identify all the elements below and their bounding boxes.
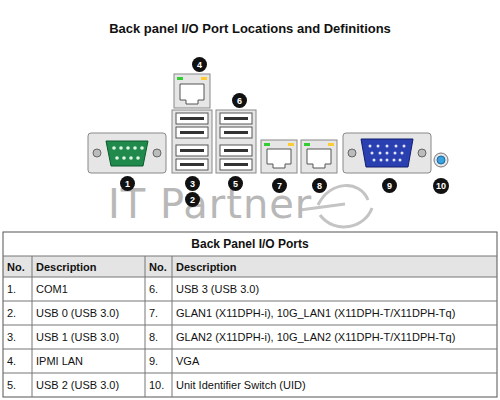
- usb-ports: [172, 110, 256, 173]
- table-cell: 8.: [145, 325, 172, 349]
- callout-number: 10: [433, 178, 449, 194]
- table-cell: IPMI LAN: [32, 349, 145, 373]
- column-header: No.: [145, 256, 172, 277]
- table-grid: [3, 232, 497, 397]
- table-cell: GLAN1 (X11DPH-i), 10G_LAN1 (X11DPH-T/X11…: [172, 301, 497, 325]
- table-cell: 2.: [3, 301, 32, 325]
- title: Back panel I/O Port Locations and Defini…: [0, 18, 500, 38]
- callout-number: 5: [228, 176, 243, 191]
- table-cell: VGA: [172, 349, 497, 373]
- table-cell: 3.: [3, 325, 32, 349]
- table-cell: 9.: [145, 349, 172, 373]
- lan-ports: [261, 140, 337, 173]
- table-cell: USB 2 (USB 3.0): [32, 373, 145, 397]
- callout-number: 2: [185, 192, 200, 207]
- com-port: [88, 133, 166, 173]
- table-cell: GLAN2 (X11DPH-i), 10G_LAN2 (X11DPH-T/X11…: [172, 325, 497, 349]
- callout-number: 9: [382, 178, 397, 193]
- table-cell: USB 0 (USB 3.0): [32, 301, 145, 325]
- watermark-logo: [300, 186, 372, 227]
- callout-number: 8: [312, 178, 327, 193]
- table-cell: 5.: [3, 373, 32, 397]
- callout-number: 4: [192, 57, 207, 72]
- table-cell: USB 1 (USB 3.0): [32, 325, 145, 349]
- column-header: Description: [32, 256, 145, 277]
- callout-number: 1: [120, 176, 135, 191]
- table-cell: 10.: [145, 373, 172, 397]
- table-title: Back Panel I/O Ports: [3, 232, 497, 256]
- column-header: No.: [3, 256, 32, 277]
- table-cell: USB 3 (USB 3.0): [172, 277, 497, 301]
- table-cell: 6.: [145, 277, 172, 301]
- callout-number: 7: [272, 178, 287, 193]
- column-header: Description: [172, 256, 497, 277]
- callout-number: 6: [232, 93, 247, 108]
- vga-port: [343, 133, 431, 173]
- ipmi-lan-port: [174, 74, 210, 108]
- table-cell: 1.: [3, 277, 32, 301]
- uid-switch: [434, 153, 448, 167]
- table-cell: 4.: [3, 349, 32, 373]
- table-cell: Unit Identifier Switch (UID): [172, 373, 497, 397]
- table-cell: COM1: [32, 277, 145, 301]
- table-cell: 7.: [145, 301, 172, 325]
- callout-number: 3: [185, 176, 200, 191]
